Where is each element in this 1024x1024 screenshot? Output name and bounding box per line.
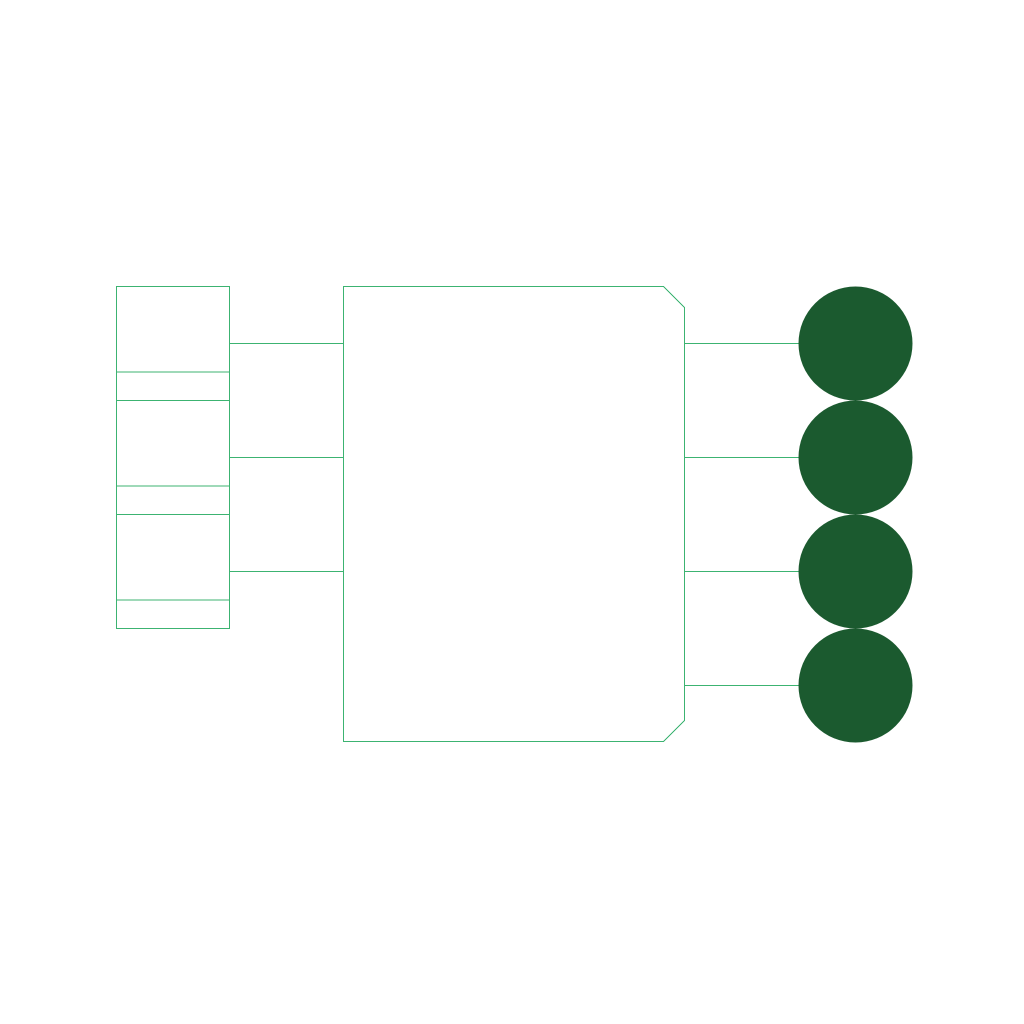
output-nodes-group: [798, 286, 913, 743]
input-block-body: [116, 286, 230, 373]
output-node-2: [798, 400, 913, 515]
input-block-body: [116, 400, 230, 487]
output-node-1: [798, 286, 913, 401]
input-block-footer: [116, 599, 230, 629]
input-block-3: [116, 514, 230, 629]
input-block-footer: [116, 485, 230, 515]
input-block-footer: [116, 371, 230, 401]
output-node-4: [798, 628, 913, 743]
right-connectors-group: [684, 343, 799, 686]
output-node-3: [798, 514, 913, 629]
input-block-body: [116, 514, 230, 601]
input-block-1: [116, 286, 230, 401]
input-block-2: [116, 400, 230, 515]
central-processor-block: [343, 286, 685, 742]
input-blocks-group: [116, 286, 230, 629]
left-connectors-group: [229, 343, 344, 572]
